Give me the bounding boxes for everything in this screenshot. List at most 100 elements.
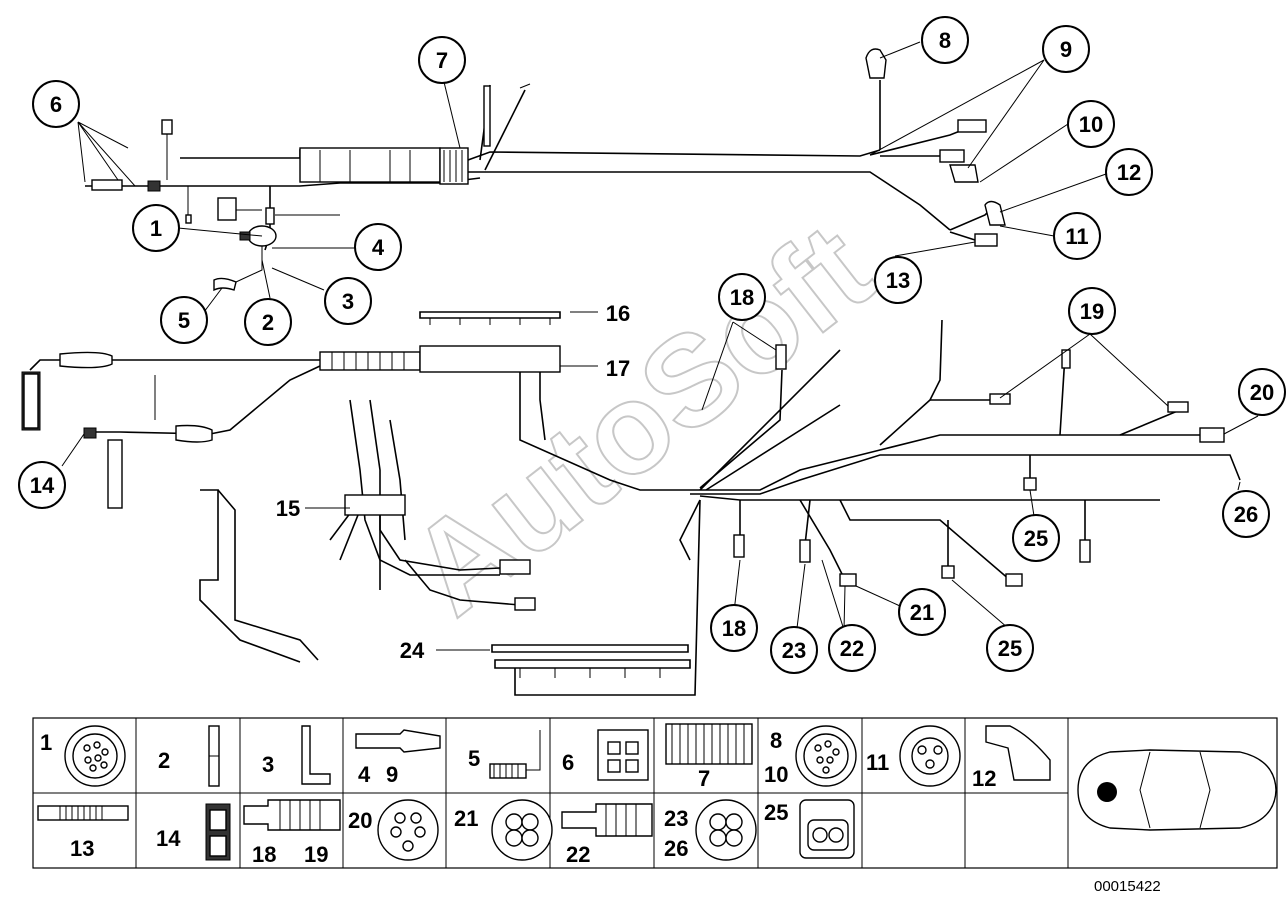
callout-18-bottom: 18 xyxy=(710,604,758,652)
legend-cell-car xyxy=(1077,749,1277,831)
svg-text:25: 25 xyxy=(1024,526,1048,551)
svg-text:13: 13 xyxy=(886,268,910,293)
callout-24: 24 xyxy=(400,638,425,663)
svg-text:12: 12 xyxy=(972,766,996,791)
bellows-boot-icon xyxy=(561,803,653,837)
svg-text:23: 23 xyxy=(664,806,688,831)
svg-text:16: 16 xyxy=(606,301,630,326)
svg-text:3: 3 xyxy=(342,289,354,314)
harness-drawing xyxy=(21,48,1241,696)
svg-text:18: 18 xyxy=(252,842,276,867)
svg-text:26: 26 xyxy=(1234,502,1258,527)
callout-18-top: 18 xyxy=(718,273,766,321)
svg-text:5: 5 xyxy=(468,746,480,771)
svg-text:14: 14 xyxy=(156,826,181,851)
svg-text:24: 24 xyxy=(400,638,425,663)
legend-cell-6: 6 xyxy=(562,729,649,781)
svg-text:25: 25 xyxy=(998,636,1022,661)
callout-16: 16 xyxy=(606,301,630,326)
svg-text:6: 6 xyxy=(50,92,62,117)
svg-text:1: 1 xyxy=(150,216,162,241)
svg-text:3: 3 xyxy=(262,752,274,777)
svg-text:19: 19 xyxy=(304,842,328,867)
svg-text:2: 2 xyxy=(158,748,170,773)
svg-text:19: 19 xyxy=(1080,299,1104,324)
svg-text:21: 21 xyxy=(910,600,934,625)
round-connector-icon xyxy=(64,725,126,787)
legend-cell-4-9: 4 9 xyxy=(355,729,441,787)
round-6pin-icon xyxy=(377,799,439,861)
round-quad-large-icon xyxy=(695,799,757,861)
callout-15: 15 xyxy=(276,496,300,521)
callout-11: 11 xyxy=(1053,212,1101,260)
svg-text:14: 14 xyxy=(30,473,55,498)
round-quad-icon xyxy=(491,799,553,861)
round-multipin-icon xyxy=(795,725,857,787)
legend-cell-18-19: 18 19 xyxy=(243,799,341,867)
svg-text:11: 11 xyxy=(866,750,889,775)
svg-text:25: 25 xyxy=(764,800,788,825)
legend-cell-25: 25 xyxy=(764,799,855,859)
callout-21: 21 xyxy=(898,588,946,636)
callout-23: 23 xyxy=(770,626,818,674)
svg-text:20: 20 xyxy=(348,808,372,833)
legend-cell-3: 3 xyxy=(262,725,331,785)
reference-number: 00015422 xyxy=(1094,878,1161,895)
legend-cell-2: 2 xyxy=(158,725,220,787)
svg-text:8: 8 xyxy=(770,728,782,753)
legend-cell-1: 1 xyxy=(40,725,126,787)
legend-cell-22: 22 xyxy=(561,803,653,867)
callout-leaders xyxy=(61,41,1259,651)
angle-bracket-icon xyxy=(301,725,331,785)
callout-4: 4 xyxy=(354,223,402,271)
bar-connector-icon xyxy=(208,725,220,787)
legend-cell-14: 14 xyxy=(156,803,231,861)
callout-1: 1 xyxy=(132,204,180,252)
legend-cell-20: 20 xyxy=(348,799,439,861)
relay-socket-icon xyxy=(597,729,649,781)
svg-text:7: 7 xyxy=(698,766,710,791)
callout-2: 2 xyxy=(244,298,292,346)
legend-cell-12: 12 xyxy=(972,725,1051,791)
corrugated-tube-icon xyxy=(665,723,753,765)
svg-text:22: 22 xyxy=(566,842,590,867)
callout-3: 3 xyxy=(324,277,372,325)
callouts: 1 2 3 4 5 6 7 8 9 10 11 12 13 14 15 16 1… xyxy=(18,16,1286,674)
svg-text:8: 8 xyxy=(939,28,951,53)
parts-legend: 1 2 3 4 9 5 6 7 xyxy=(32,717,1278,869)
round-4pin-icon xyxy=(899,725,961,787)
callout-5: 5 xyxy=(160,296,208,344)
svg-text:6: 6 xyxy=(562,750,574,775)
svg-text:13: 13 xyxy=(70,836,94,861)
rect-2pin-icon xyxy=(799,799,855,859)
callout-19: 19 xyxy=(1068,287,1116,335)
legend-cell-13: 13 xyxy=(37,805,129,861)
svg-text:7: 7 xyxy=(436,48,448,73)
flat-2pin-icon xyxy=(205,803,231,861)
svg-text:10: 10 xyxy=(1079,112,1103,137)
svg-text:26: 26 xyxy=(664,836,688,861)
callout-22: 22 xyxy=(828,624,876,672)
svg-text:10: 10 xyxy=(764,762,788,787)
callout-20: 20 xyxy=(1238,368,1286,416)
callout-12: 12 xyxy=(1105,148,1153,196)
callout-13: 13 xyxy=(874,256,922,304)
svg-text:22: 22 xyxy=(840,636,864,661)
callout-25-upper: 25 xyxy=(1012,514,1060,562)
callout-9: 9 xyxy=(1042,25,1090,73)
gear-sensor-icon xyxy=(489,730,541,779)
svg-text:9: 9 xyxy=(386,762,398,787)
svg-text:4: 4 xyxy=(372,235,385,260)
callout-17: 17 xyxy=(606,356,630,381)
svg-text:12: 12 xyxy=(1117,160,1141,185)
svg-text:17: 17 xyxy=(606,356,630,381)
svg-text:2: 2 xyxy=(262,310,274,335)
legend-cell-7: 7 xyxy=(665,723,753,791)
legend-cell-23-26: 23 26 xyxy=(664,799,757,861)
callout-10: 10 xyxy=(1067,100,1115,148)
callout-25-lower: 25 xyxy=(986,624,1034,672)
legend-cell-5: 5 xyxy=(468,730,541,779)
svg-text:21: 21 xyxy=(454,806,478,831)
svg-text:20: 20 xyxy=(1250,380,1274,405)
